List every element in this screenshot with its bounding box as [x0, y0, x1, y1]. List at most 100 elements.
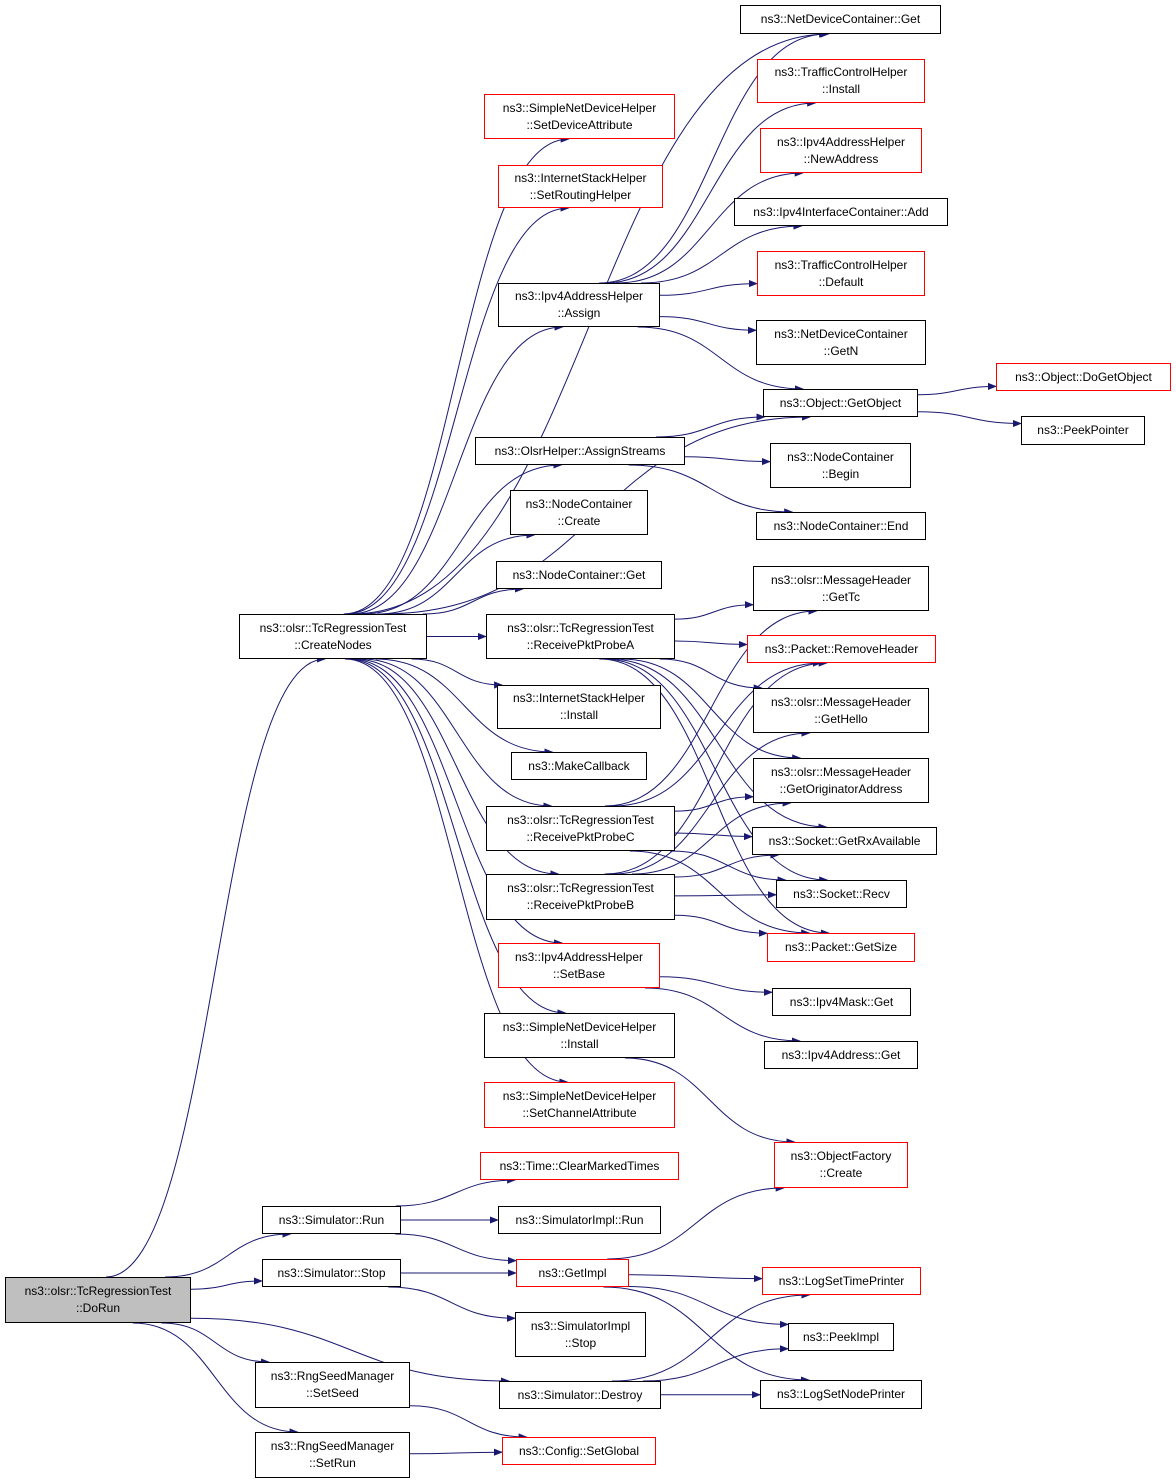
node-sndh-install[interactable]: ns3::SimpleNetDeviceHelper::Install — [484, 1013, 675, 1058]
node-recv-b[interactable]: ns3::olsr::TcRegressionTest::ReceivePktP… — [486, 874, 675, 920]
node-simimpl-stop[interactable]: ns3::SimulatorImpl::Stop — [515, 1312, 646, 1357]
node-tch-default[interactable]: ns3::TrafficControlHelper::Default — [757, 251, 925, 296]
node-label-line: ns3::olsr::MessageHeader — [770, 694, 912, 709]
node-sndh-setchanattr[interactable]: ns3::SimpleNetDeviceHelper::SetChannelAt… — [484, 1082, 675, 1128]
node-mh-gethello[interactable]: ns3::olsr::MessageHeader::GetHello — [753, 688, 929, 733]
node-ish-install[interactable]: ns3::InternetStackHelper::Install — [497, 685, 661, 729]
node-label-line: ns3::OlsrHelper::AssignStreams — [494, 443, 666, 458]
node-label-line: ns3::TrafficControlHelper — [774, 65, 908, 79]
edge-recv_a-to-mh_gettc — [674, 601, 754, 620]
node-label-line: ns3::Simulator::Destroy — [517, 1387, 643, 1402]
node-recv-c[interactable]: ns3::olsr::TcRegressionTest::ReceivePktP… — [486, 806, 675, 851]
edge-ipv4ah_assign-to-ipv4ah_newaddr — [616, 169, 804, 284]
edge-sim_run-to-time_clearmarked — [395, 1176, 517, 1207]
node-label-line: ns3::InternetStackHelper — [512, 691, 646, 705]
node-dorun: ns3::olsr::TcRegressionTest::DoRun — [5, 1277, 191, 1323]
node-createnodes[interactable]: ns3::olsr::TcRegressionTest::CreateNodes — [239, 614, 427, 659]
edge-dorun-to-createnodes — [106, 655, 326, 1278]
node-label-line: ns3::SimpleNetDeviceHelper — [502, 100, 657, 115]
node-label-line: ns3::LogSetTimePrinter — [778, 1273, 905, 1288]
node-sndh-setdevattr[interactable]: ns3::SimpleNetDeviceHelper::SetDeviceAtt… — [484, 94, 675, 139]
node-ipv4ah-assign[interactable]: ns3::Ipv4AddressHelper::Assign — [498, 283, 660, 327]
edge-getimpl-to-peekimpl — [628, 1286, 789, 1328]
edge-recv_c-to-mh_gettc — [604, 607, 818, 807]
node-rng-setrun[interactable]: ns3::RngSeedManager::SetRun — [255, 1432, 410, 1478]
node-obj-dogetobject[interactable]: ns3::Object::DoGetObject — [996, 363, 1171, 391]
node-label-line: ns3::Simulator::Stop — [277, 1265, 386, 1280]
node-label-line: ::DoRun — [75, 1301, 121, 1315]
node-label-line: ::Stop — [564, 1335, 597, 1350]
node-sim-stop[interactable]: ns3::Simulator::Stop — [262, 1259, 401, 1287]
node-label-line: ::ReceivePktProbeA — [526, 637, 635, 652]
edge-recv_b-to-pkt_getsize — [674, 914, 768, 937]
node-recv-a[interactable]: ns3::olsr::TcRegressionTest::ReceivePktP… — [486, 614, 675, 659]
node-ipv4ah-newaddr[interactable]: ns3::Ipv4AddressHelper::NewAddress — [760, 128, 922, 173]
node-time-clearmarked[interactable]: ns3::Time::ClearMarkedTimes — [480, 1152, 679, 1180]
node-logsetnode[interactable]: ns3::LogSetNodePrinter — [760, 1380, 922, 1409]
node-sock-getrx[interactable]: ns3::Socket::GetRxAvailable — [752, 827, 937, 855]
node-simimpl-run[interactable]: ns3::SimulatorImpl::Run — [498, 1206, 661, 1234]
node-makecallback[interactable]: ns3::MakeCallback — [511, 752, 647, 780]
node-mh-getorig[interactable]: ns3::olsr::MessageHeader::GetOriginatorA… — [753, 758, 929, 803]
node-label-line: ns3::PeekImpl — [802, 1329, 880, 1344]
node-pkt-removeheader[interactable]: ns3::Packet::RemoveHeader — [747, 635, 936, 663]
node-sock-recv[interactable]: ns3::Socket::Recv — [776, 880, 907, 908]
edge-ipv4ah_assign-to-obj_getobject — [637, 326, 804, 393]
edge-recv_b-to-pkt_removeheader — [604, 659, 828, 875]
node-label-line: ns3::NodeContainer::Get — [512, 567, 646, 582]
node-label-line: ns3::RngSeedManager — [270, 1369, 395, 1383]
node-rng-setseed[interactable]: ns3::RngSeedManager::SetSeed — [255, 1362, 410, 1408]
node-olsrh-assignstreams[interactable]: ns3::OlsrHelper::AssignStreams — [475, 437, 685, 465]
node-config-setglobal[interactable]: ns3::Config::SetGlobal — [502, 1437, 656, 1465]
node-label-line: ::GetOriginatorAddress — [779, 781, 903, 796]
node-obj-getobject[interactable]: ns3::Object::GetObject — [763, 389, 918, 417]
edge-sndh_install-to-objfactory_create — [624, 1057, 796, 1146]
node-logsettime[interactable]: ns3::LogSetTimePrinter — [762, 1267, 921, 1295]
node-label-line: ns3::ObjectFactory — [790, 1149, 892, 1163]
edge-recv_c-to-sock_getrx — [674, 832, 753, 841]
node-label-line: ::Create — [819, 1166, 863, 1180]
edge-obj_getobject-to-obj_dogetobject — [917, 382, 997, 396]
edge-recv_c-to-pkt_removeheader — [613, 659, 822, 807]
node-nc-end[interactable]: ns3::NodeContainer::End — [756, 512, 926, 540]
node-ipv4addr-get[interactable]: ns3::Ipv4Address::Get — [764, 1041, 918, 1069]
node-ndc-get[interactable]: ns3::NetDeviceContainer::Get — [740, 5, 941, 34]
node-label-line: ns3::Ipv4InterfaceContainer::Add — [753, 204, 929, 219]
node-ipv4ah-setbase[interactable]: ns3::Ipv4AddressHelper::SetBase — [498, 943, 660, 988]
node-mh-gettc[interactable]: ns3::olsr::MessageHeader::GetTc — [753, 566, 929, 611]
edge-olsrh_assignstreams-to-obj_getobject — [655, 413, 766, 438]
edge-ipv4ah_assign-to-tch_default — [659, 280, 758, 296]
edge-recv_c-to-pkt_getsize — [629, 850, 811, 937]
edge-createnodes-to-olsrh_assignstreams — [362, 461, 563, 615]
node-peekimpl[interactable]: ns3::PeekImpl — [788, 1323, 894, 1351]
node-ipv4ic-add[interactable]: ns3::Ipv4InterfaceContainer::Add — [734, 198, 948, 226]
edge-createnodes-to-sndh_install — [346, 658, 567, 1017]
edge-createnodes-to-makecallback — [375, 658, 554, 756]
node-ish-setrouting[interactable]: ns3::InternetStackHelper::SetRoutingHelp… — [498, 165, 663, 208]
node-objfactory-create[interactable]: ns3::ObjectFactory::Create — [774, 1142, 908, 1188]
node-pkt-getsize[interactable]: ns3::Packet::GetSize — [767, 933, 915, 962]
node-label-line: ::SetSeed — [306, 1386, 359, 1400]
edge-ipv4ah_setbase-to-ipv4addr_get — [644, 987, 801, 1045]
edge-getimpl-to-objfactory_create — [607, 1184, 785, 1260]
edge-recv_b-to-mh_getorig — [631, 799, 792, 875]
edge-ipv4ah_setbase-to-ipv4mask_get — [659, 976, 773, 996]
node-sim-destroy[interactable]: ns3::Simulator::Destroy — [499, 1381, 661, 1409]
node-label-line: ns3::NetDeviceContainer — [774, 326, 908, 341]
node-getimpl[interactable]: ns3::GetImpl — [516, 1259, 629, 1287]
node-ipv4mask-get[interactable]: ns3::Ipv4Mask::Get — [772, 988, 911, 1016]
node-label-line: ns3::Ipv4AddressHelper — [514, 949, 644, 964]
edge-getimpl-to-logsetnode — [603, 1286, 810, 1384]
edge-createnodes-to-nc_get — [422, 585, 524, 615]
node-ndc-getn[interactable]: ns3::NetDeviceContainer::GetN — [756, 320, 926, 365]
node-label-line: ::SetDeviceAttribute — [526, 117, 633, 132]
node-label-line: ns3::NodeContainer — [787, 449, 894, 464]
node-nc-begin[interactable]: ns3::NodeContainer::Begin — [770, 443, 911, 488]
node-label-line: ns3::RngSeedManager — [270, 1439, 395, 1453]
edge-olsrh_assignstreams-to-nc_end — [628, 464, 794, 516]
node-tch-install[interactable]: ns3::TrafficControlHelper::Install — [757, 59, 925, 103]
node-sim-run[interactable]: ns3::Simulator::Run — [262, 1206, 401, 1234]
node-nc-get[interactable]: ns3::NodeContainer::Get — [496, 561, 662, 589]
node-nc-create[interactable]: ns3::NodeContainer::Create — [510, 490, 648, 535]
node-peekpointer[interactable]: ns3::PeekPointer — [1021, 416, 1145, 445]
